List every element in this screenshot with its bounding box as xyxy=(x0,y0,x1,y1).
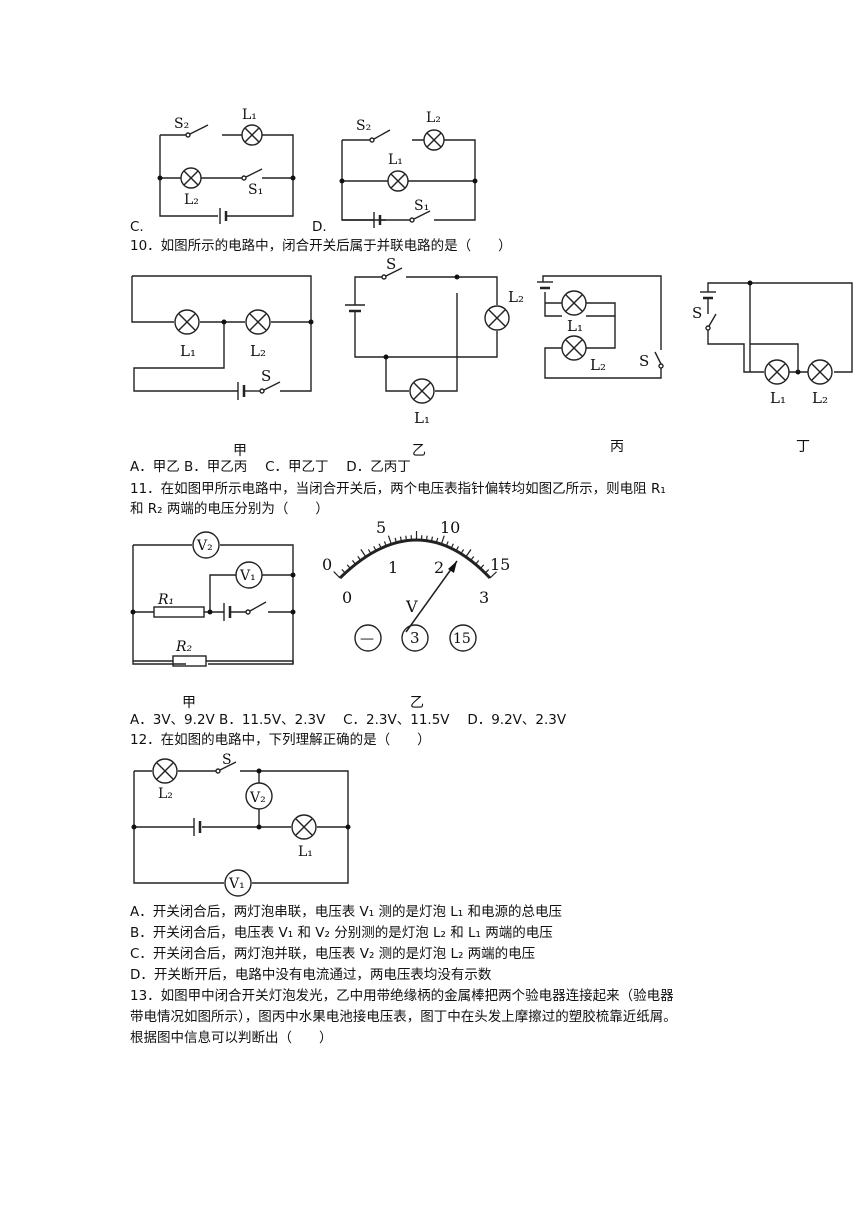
dial-tick xyxy=(475,560,480,565)
dial-tick xyxy=(373,546,377,552)
dial-tick xyxy=(394,537,397,543)
dial-tick xyxy=(440,535,445,545)
dial-tick xyxy=(351,560,357,565)
label-v2: V₂ xyxy=(249,790,266,806)
dial-tick xyxy=(435,537,439,543)
label-r2: R₂ xyxy=(175,639,193,655)
lower-tick-0: 0 xyxy=(342,588,352,607)
label-l2: L₂ xyxy=(158,786,173,802)
label-s: S xyxy=(222,752,232,768)
label-l1: L₁ xyxy=(298,844,313,860)
lower-tick-1: 1 xyxy=(388,558,398,577)
circuit-q12: L₂ S V₂ L₁ V₁ xyxy=(131,752,351,897)
label-l1: L₁ xyxy=(242,107,257,123)
q12-option-d: D．开关断开后，电路中没有电流通过，两电压表均没有示数 xyxy=(130,967,492,983)
label-s2: S₂ xyxy=(174,116,189,132)
q13-line1: 13．如图甲中闭合开关灯泡发光，乙中用带绝缘柄的金属棒把两个验电器连接起来（验电… xyxy=(130,988,674,1004)
dial-tick xyxy=(430,536,434,542)
label-l1: L₁ xyxy=(770,389,786,407)
label-l2: L₂ xyxy=(250,342,266,360)
dial-tick xyxy=(357,556,362,561)
label-v1: V₁ xyxy=(239,568,256,584)
label-s2: S₂ xyxy=(356,118,371,134)
dial-tick xyxy=(489,571,497,579)
circuit-figure-d: S₂ L₂ L₁ S₁ xyxy=(339,110,478,228)
label-l2: L₂ xyxy=(184,192,199,208)
dial-tick xyxy=(465,549,472,558)
dial-tick xyxy=(445,541,449,547)
terminal-3: 3 xyxy=(410,629,420,647)
dial-tick xyxy=(360,549,367,558)
dial-tick xyxy=(378,543,382,549)
label-v2: V₂ xyxy=(196,538,213,554)
dial-tick xyxy=(425,535,428,541)
label-l2: L₂ xyxy=(508,288,524,306)
dial-tick xyxy=(333,571,341,579)
dial-tick xyxy=(450,543,454,549)
label-r1: R₁ xyxy=(157,592,174,608)
circuit-q10-ding: S L₁ L₂ xyxy=(692,280,853,407)
dial-tick xyxy=(470,556,475,561)
dial-tick xyxy=(399,536,403,542)
label-l1: L₁ xyxy=(567,317,583,335)
circuit-figure-c: S₂ L₁ L₂ S₁ xyxy=(157,107,296,224)
q11-stem-line1: 11．在如图甲所示电路中，当闭合开关后，两个电压表指针偏转均如图乙所示，则电阻 … xyxy=(130,481,666,497)
q10-stem: 10．如图所示的电路中，闭合开关后属于并联电路的是（ ） xyxy=(130,238,512,254)
q13-line2: 带电情况如图所示），图丙中水果电池接电压表，图丁中在头发上摩擦过的塑胶梳靠近纸屑… xyxy=(130,1009,677,1025)
label-l2: L₂ xyxy=(590,356,606,374)
option-d-label: D. xyxy=(312,219,327,235)
dial-tick xyxy=(383,541,387,547)
q12-option-a: A．开关闭合后，两灯泡串联，电压表 V₁ 测的是灯泡 L₁ 和电源的总电压 xyxy=(130,904,562,920)
option-c-label: C. xyxy=(130,219,144,235)
label-l2: L₂ xyxy=(812,389,828,407)
q12-stem: 12．在如图的电路中，下列理解正确的是（ ） xyxy=(130,732,431,748)
q11-options: A．3V、9.2V B．11.5V、2.3V C．2.3V、11.5V D．9.… xyxy=(130,712,567,728)
dial-tick xyxy=(387,535,392,545)
voltmeter-dial: 0 5 10 15 0 1 2 3 V — 3 15 xyxy=(322,518,510,652)
caption-ding: 丁 xyxy=(796,439,810,455)
caption-yi: 乙 xyxy=(412,443,426,459)
label-s: S xyxy=(639,352,649,370)
caption-q11-jia: 甲 xyxy=(182,695,196,711)
label-l2: L₂ xyxy=(426,110,441,126)
circuit-q10-yi: S L₂ L₁ xyxy=(345,255,524,427)
lower-tick-3: 3 xyxy=(479,588,489,607)
dial-tick xyxy=(367,549,372,554)
label-s1: S₁ xyxy=(248,182,263,198)
caption-jia: 甲 xyxy=(233,443,247,459)
label-s: S xyxy=(692,304,702,322)
upper-tick-0: 0 xyxy=(322,555,332,574)
dial-tick xyxy=(479,564,485,569)
circuit-q11-jia: V₂ V₁ R₁ R₂ xyxy=(130,531,296,667)
terminal-15: 15 xyxy=(453,631,471,647)
lower-tick-2: 2 xyxy=(434,558,444,577)
label-s: S xyxy=(261,367,271,385)
upper-tick-15: 15 xyxy=(490,555,510,574)
circuit-q10-bing: L₁ L₂ S xyxy=(537,275,664,379)
label-s: S xyxy=(386,255,396,273)
dial-tick xyxy=(405,535,408,541)
q12-option-c: C．开关闭合后，两灯泡并联，电压表 V₂ 测的是灯泡 L₂ 两端的电压 xyxy=(130,946,536,962)
label-s1: S₁ xyxy=(414,198,429,214)
caption-bing: 丙 xyxy=(610,439,624,455)
unit-v: V xyxy=(405,597,418,616)
label-l1: L₁ xyxy=(388,152,403,168)
caption-q11-yi: 乙 xyxy=(410,695,424,711)
q11-stem-line2: 和 R₂ 两端的电压分别为（ ） xyxy=(130,501,329,517)
dial-tick xyxy=(455,546,460,552)
q12-option-b: B．开关闭合后，电压表 V₁ 和 V₂ 分别测的是灯泡 L₂ 和 L₁ 两端的电… xyxy=(130,925,553,941)
upper-tick-10: 10 xyxy=(440,518,460,537)
dial-tick xyxy=(460,549,465,554)
dial-tick xyxy=(484,569,490,574)
q13-line3: 根据图中信息可以判断出（ ） xyxy=(130,1030,333,1046)
dial-tick xyxy=(341,569,346,574)
circuit-q10-jia: L₁ L₂ S xyxy=(131,275,314,400)
label-l1: L₁ xyxy=(414,409,430,427)
q10-options: A．甲乙 B．甲乙丙 C．甲乙丁 D．乙丙丁 xyxy=(130,459,411,475)
dial-tick xyxy=(346,564,351,569)
upper-tick-5: 5 xyxy=(376,518,386,537)
label-l1: L₁ xyxy=(180,342,196,360)
terminal-negative: — xyxy=(360,631,374,647)
label-v1: V₁ xyxy=(228,876,245,892)
